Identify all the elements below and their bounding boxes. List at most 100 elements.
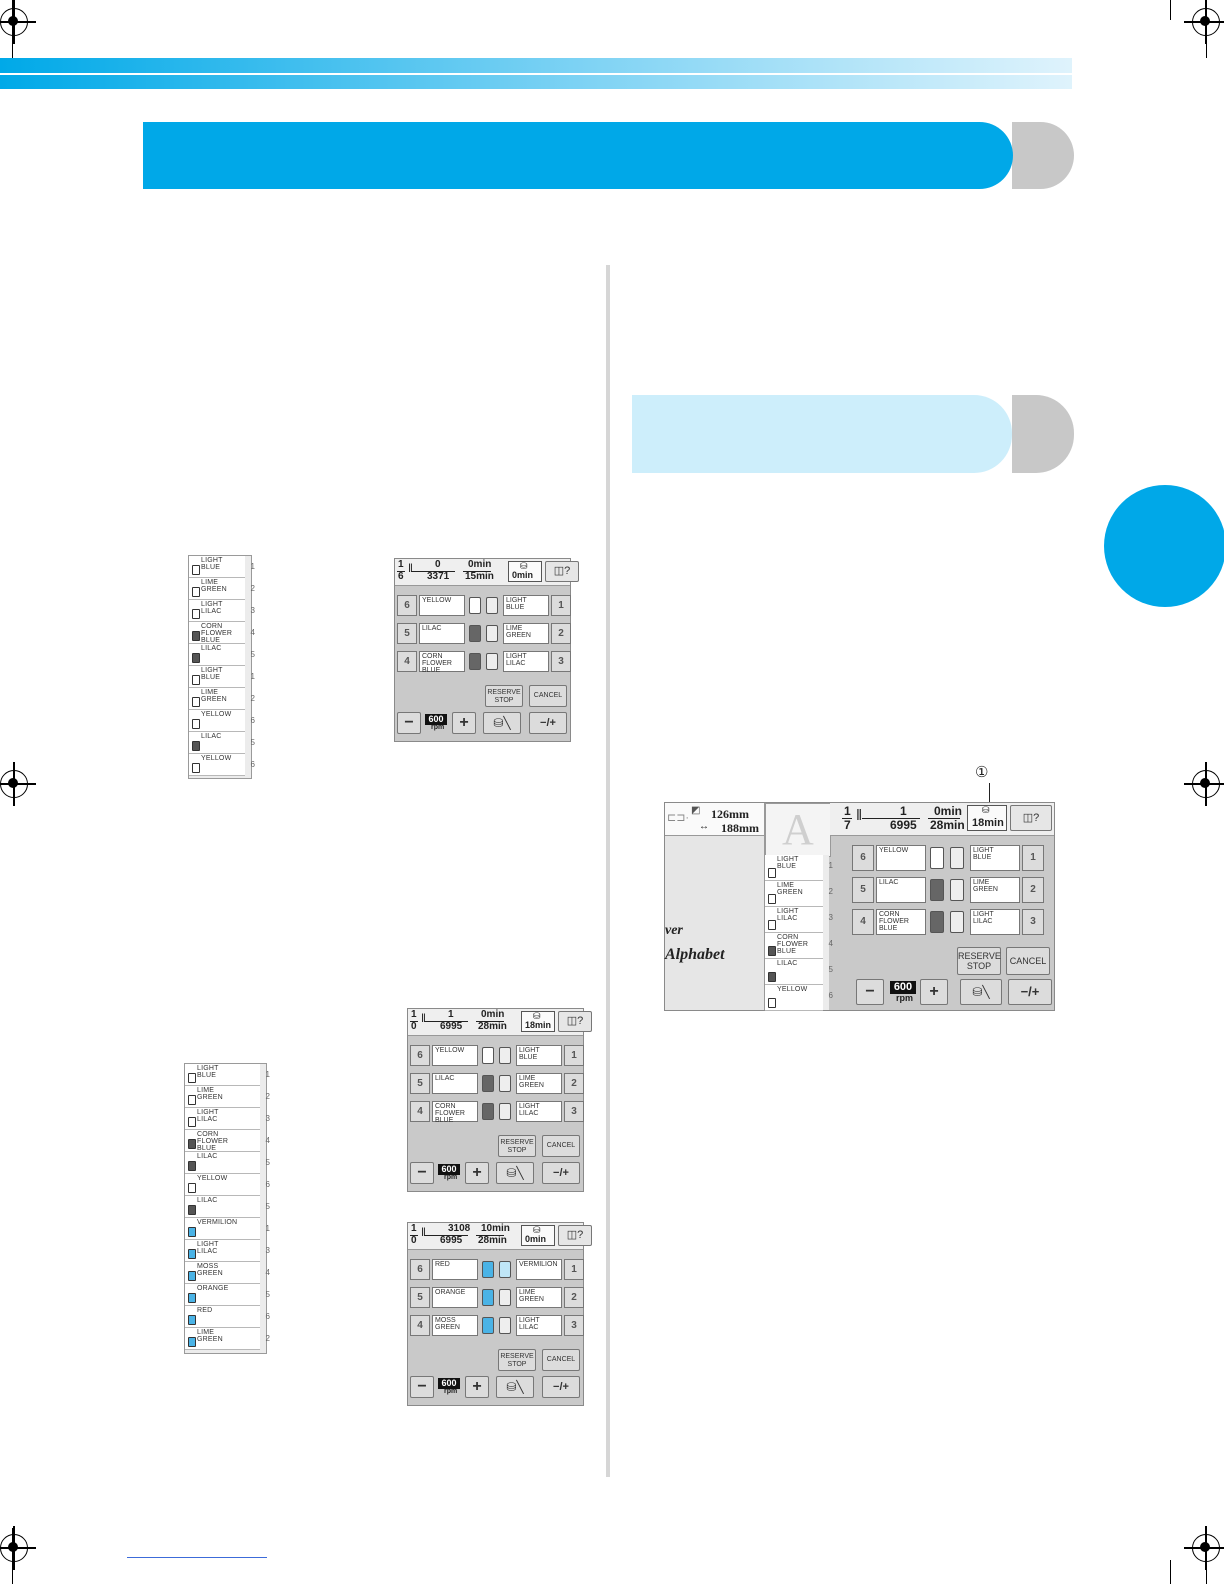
thread-spool-icon xyxy=(768,946,776,956)
thread-color-name: VERMILION xyxy=(197,1219,238,1226)
thread-trim-button[interactable]: ⛁╲ xyxy=(496,1162,534,1184)
needle-bar-button[interactable]: 2 xyxy=(564,1287,584,1308)
stop-time-value: 0min xyxy=(512,570,534,580)
needle-bar-button[interactable]: 2 xyxy=(564,1073,584,1094)
thread-color-name: LILAC xyxy=(201,733,222,740)
thread-color-label: YELLOW xyxy=(419,595,465,616)
spool-stop-icon: ⛁ xyxy=(533,1011,541,1021)
reserve-stop-button[interactable]: RESERVE STOP xyxy=(498,1349,536,1371)
speed-value: 600 xyxy=(438,1378,460,1389)
thread-spool-icon xyxy=(192,697,200,707)
help-button[interactable]: ◫? xyxy=(1010,805,1052,831)
needle-bar-button[interactable]: 2 xyxy=(551,623,571,644)
thread-spool-icon xyxy=(499,1261,511,1278)
width-arrow-icon: ↔ xyxy=(699,821,709,832)
needle-bar-button[interactable]: 5 xyxy=(410,1073,430,1094)
reserve-stop-button[interactable]: RESERVE STOP xyxy=(485,685,523,707)
needle-total: 6 xyxy=(398,571,404,582)
cancel-button[interactable]: CANCEL xyxy=(542,1349,580,1371)
needle-bar-button[interactable]: 6 xyxy=(397,595,417,616)
needle-bar-button[interactable]: 4 xyxy=(397,651,417,672)
thread-spool-icon xyxy=(499,1047,511,1064)
needle-bar-button[interactable]: 3 xyxy=(564,1101,584,1122)
speed-increase-button[interactable]: + xyxy=(465,1376,489,1398)
column-divider xyxy=(606,265,610,1477)
speed-increase-button[interactable]: + xyxy=(920,979,948,1005)
needle-bar-button[interactable]: 5 xyxy=(397,623,417,644)
needle-bar-button[interactable]: 4 xyxy=(852,909,874,935)
thread-color-label: ORANGE xyxy=(432,1287,478,1308)
stitch-current: 0 xyxy=(435,559,441,570)
needle-bar-button[interactable]: 5 xyxy=(410,1287,430,1308)
needle-bar-button[interactable]: 1 xyxy=(564,1259,584,1280)
needle-bar-button[interactable]: 4 xyxy=(410,1101,430,1122)
thread-spool-icon xyxy=(188,1315,196,1325)
thread-spool-icon xyxy=(192,763,200,773)
needle-bar-button[interactable]: 6 xyxy=(410,1045,430,1066)
width-value: 188mm xyxy=(721,821,759,835)
needle-number: 1 xyxy=(265,1070,270,1079)
needle-bar-button[interactable]: 3 xyxy=(564,1315,584,1336)
cancel-button[interactable]: CANCEL xyxy=(529,685,567,707)
callout-line xyxy=(989,783,990,805)
reserve-stop-button[interactable]: RESERVE STOP xyxy=(498,1135,536,1157)
speed-decrease-button[interactable]: − xyxy=(410,1376,434,1398)
thread-color-name: LIME GREEN xyxy=(777,882,803,896)
thread-spool-icon xyxy=(188,1117,196,1127)
thread-color-label: LIME GREEN xyxy=(970,877,1020,903)
speed-increase-button[interactable]: + xyxy=(465,1162,489,1184)
thread-color-name: CORN FLOWER BLUE xyxy=(201,623,233,644)
needle-bar-button[interactable]: 1 xyxy=(1022,845,1044,871)
fraction-line xyxy=(397,571,405,572)
needle-icon: ǁ xyxy=(421,1011,426,1025)
cancel-button[interactable]: CANCEL xyxy=(542,1135,580,1157)
thread-spool-icon xyxy=(192,719,200,729)
needle-bar-button[interactable]: 4 xyxy=(410,1315,430,1336)
time-total: 28min xyxy=(478,1021,507,1032)
speed-decrease-button[interactable]: − xyxy=(856,979,884,1005)
needle-number: 4 xyxy=(828,939,833,948)
speed-decrease-button[interactable]: − xyxy=(410,1162,434,1184)
needle-position-button[interactable]: −/+ xyxy=(542,1162,580,1184)
stitch-total: 6995 xyxy=(440,1021,463,1032)
needle-bar-button[interactable]: 2 xyxy=(1022,877,1044,903)
thread-color-name: LILAC xyxy=(201,645,222,652)
needle-position-button[interactable]: −/+ xyxy=(529,712,567,734)
needle-bar-button[interactable]: 6 xyxy=(410,1259,430,1280)
speed-increase-button[interactable]: + xyxy=(452,712,476,734)
needle-bar-button[interactable]: 1 xyxy=(564,1045,584,1066)
thread-spool-icon xyxy=(188,1227,196,1237)
help-button[interactable]: ◫? xyxy=(558,1011,592,1032)
needle-number: 2 xyxy=(265,1092,270,1101)
needle-position-button[interactable]: −/+ xyxy=(1008,979,1052,1005)
speed-decrease-button[interactable]: − xyxy=(397,712,421,734)
cancel-button[interactable]: CANCEL xyxy=(1006,947,1050,975)
needle-number: 3 xyxy=(828,913,833,922)
thread-color-label: LIME GREEN xyxy=(503,623,549,644)
needle-position-button[interactable]: −/+ xyxy=(542,1376,580,1398)
thread-trim-button[interactable]: ⛁╲ xyxy=(496,1376,534,1398)
thread-spool-icon xyxy=(768,972,776,982)
reserve-stop-button[interactable]: RESERVE STOP xyxy=(957,947,1001,975)
needle-bar-button[interactable]: 5 xyxy=(852,877,874,903)
needle-bar-button[interactable]: 6 xyxy=(852,845,874,871)
thread-trim-button[interactable]: ⛁╲ xyxy=(960,979,1002,1005)
thread-color-name: LIME GREEN xyxy=(201,689,227,703)
thread-spool-icon xyxy=(188,1073,196,1083)
thread-color-name: LIME GREEN xyxy=(197,1329,223,1343)
help-button[interactable]: ◫? xyxy=(545,561,579,582)
pattern-thumbnail[interactable]: A xyxy=(765,803,831,857)
needle-bar-button[interactable]: 3 xyxy=(1022,909,1044,935)
time-current: 0min xyxy=(934,804,963,818)
needle-bar-button[interactable]: 3 xyxy=(551,651,571,672)
help-button[interactable]: ◫? xyxy=(558,1225,592,1246)
thread-color-name: LIGHT BLUE xyxy=(777,856,799,870)
thread-trim-button[interactable]: ⛁╲ xyxy=(483,712,521,734)
needle-bar-button[interactable]: 1 xyxy=(551,595,571,616)
thread-color-name: CORN FLOWER BLUE xyxy=(197,1131,229,1152)
